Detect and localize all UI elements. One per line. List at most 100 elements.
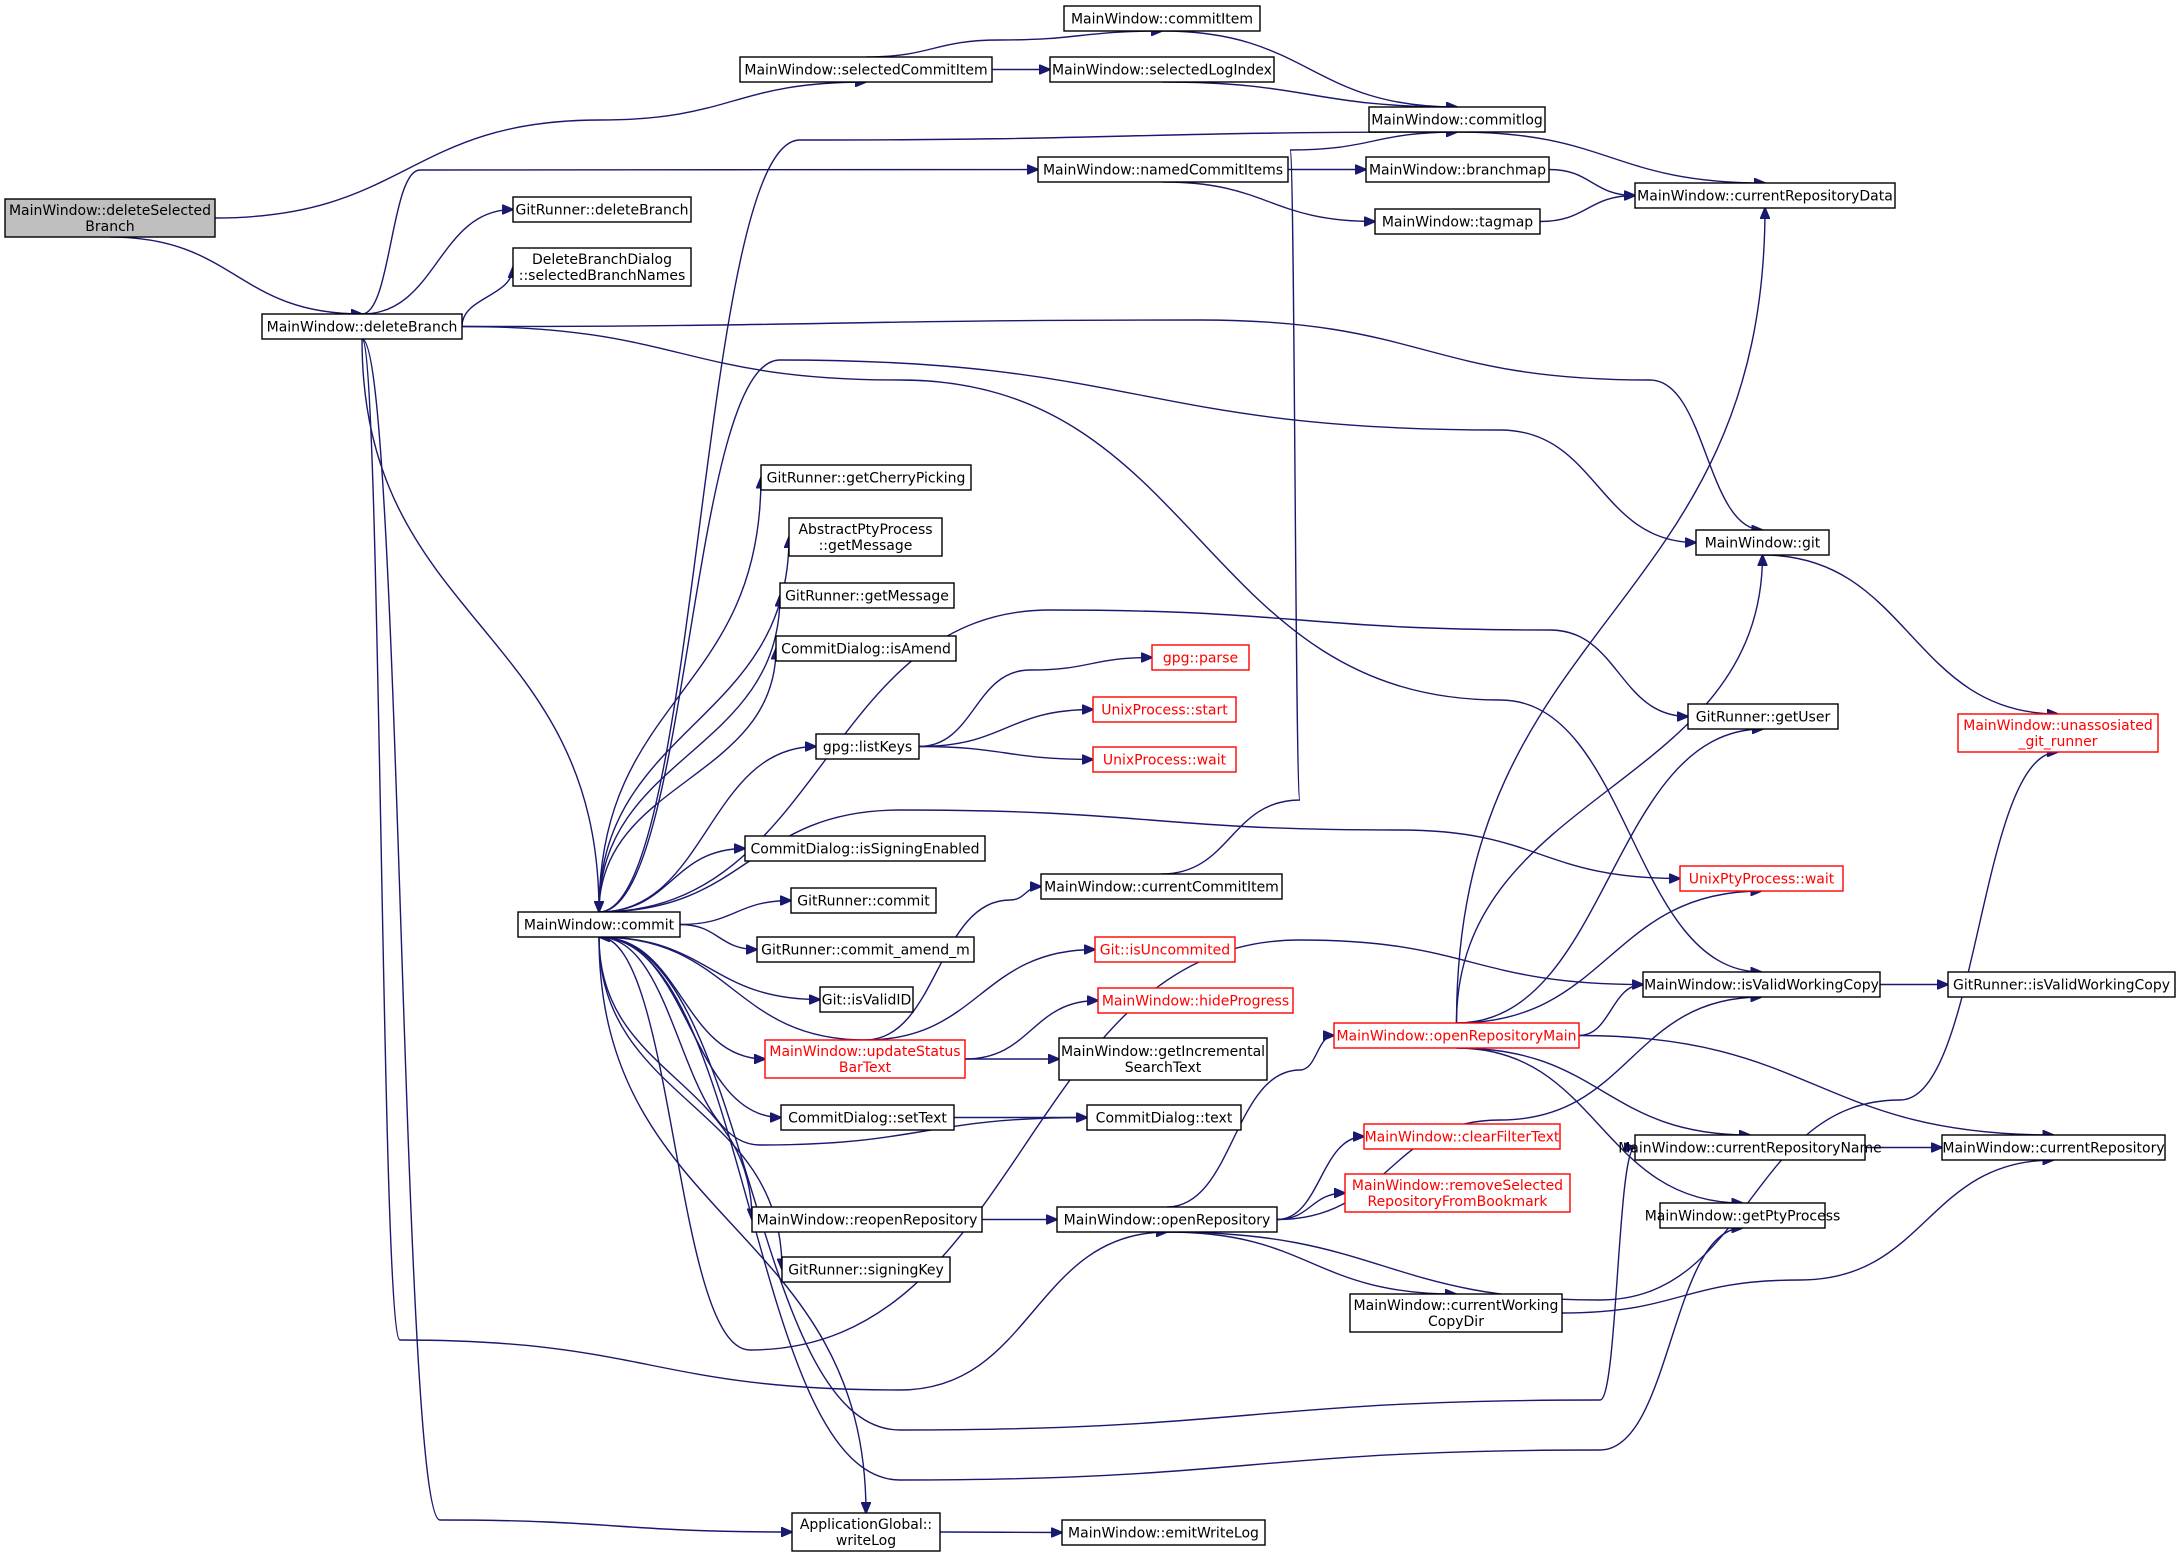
- node-box: [781, 1256, 951, 1283]
- node-getPtyProcess[interactable]: MainWindow::getPtyProcess: [1645, 1202, 1841, 1229]
- node-box: [512, 196, 692, 223]
- node-gr_commit[interactable]: GitRunner::commit: [790, 887, 937, 914]
- node-tagmap[interactable]: MainWindow::tagmap: [1374, 208, 1541, 235]
- call-edge: [1762, 554, 2059, 714]
- node-up_start[interactable]: UnixProcess::start: [1092, 696, 1237, 723]
- node-isAmend[interactable]: CommitDialog::isAmend: [775, 635, 957, 662]
- node-box: [779, 582, 955, 609]
- edge-mw_commit-to-git: [598, 359, 1696, 913]
- node-box: [788, 517, 943, 557]
- node-up_wait[interactable]: UnixProcess::wait: [1092, 746, 1237, 773]
- node-apty_getMessage[interactable]: AbstractPtyProcess::getMessage: [788, 517, 943, 557]
- edge-mw_commit-to-isValidWorkingCopy: [598, 936, 1643, 1351]
- node-gr_isValidWorkingCopy[interactable]: GitRunner::isValidWorkingCopy: [1947, 971, 2176, 998]
- node-mw_commit[interactable]: MainWindow::commit: [517, 911, 681, 938]
- node-label: GitRunner::isValidWorkingCopy: [1953, 978, 2170, 994]
- node-selectedLogIndex[interactable]: MainWindow::selectedLogIndex: [1049, 56, 1275, 83]
- node-unassosiated[interactable]: MainWindow::unassosiated_git_runner: [1957, 713, 2159, 753]
- edge-mw_commit-to-getCherryPicking: [598, 478, 761, 913]
- node-currentCommitItem[interactable]: MainWindow::currentCommitItem: [1040, 873, 1283, 900]
- call-edge: [361, 170, 1038, 315]
- node-cd_text[interactable]: CommitDialog::text: [1086, 1104, 1242, 1131]
- node-label: UnixProcess::start: [1101, 703, 1228, 719]
- node-git[interactable]: MainWindow::git: [1695, 529, 1830, 556]
- node-clearFilterText[interactable]: MainWindow::clearFilterText: [1363, 1123, 1561, 1150]
- node-gr_getMessage[interactable]: GitRunner::getMessage: [779, 582, 955, 609]
- edge-commitItem-to-commitlog: [1161, 30, 1457, 107]
- node-isValidID[interactable]: Git::isValidID: [819, 986, 914, 1013]
- node-label: GitRunner::deleteBranch: [516, 203, 689, 219]
- edge-openRepositoryMain-to-getPtyProcess: [1456, 1047, 1743, 1203]
- node-box: [1333, 1022, 1580, 1049]
- node-selectedCommitItem[interactable]: MainWindow::selectedCommitItem: [739, 56, 993, 83]
- node-gpg_parse[interactable]: gpg::parse: [1151, 644, 1250, 671]
- call-edge: [461, 267, 513, 327]
- node-isSigningEnabled[interactable]: CommitDialog::isSigningEnabled: [744, 835, 986, 862]
- call-edge: [1456, 1047, 1743, 1203]
- node-box: [517, 911, 681, 938]
- edge-updateStatusBarText-to-isUncommited: [864, 950, 1095, 1041]
- call-edge: [679, 923, 757, 950]
- node-gpg_listKeys[interactable]: gpg::listKeys: [815, 733, 920, 760]
- node-reopenRepository[interactable]: MainWindow::reopenRepository: [751, 1206, 983, 1233]
- node-label: ::getMessage: [819, 538, 913, 554]
- call-edge: [109, 236, 362, 314]
- edge-currentCommitItem-to-commitlog: [1161, 132, 1458, 875]
- edge-updateStatusBarText-to-mw_commit: [599, 937, 866, 1041]
- node-openRepository[interactable]: MainWindow::openRepository: [1056, 1206, 1278, 1233]
- node-commitItem[interactable]: MainWindow::commitItem: [1063, 5, 1261, 32]
- node-removeSelected[interactable]: MainWindow::removeSelectedRepositoryFrom…: [1344, 1173, 1571, 1213]
- node-label: GitRunner::commit: [797, 894, 930, 910]
- node-box: [1368, 106, 1546, 133]
- node-dbd_selectedBranchNames[interactable]: DeleteBranchDialog::selectedBranchNames: [512, 247, 692, 287]
- edge-mw_deleteBranch-to-gr_deleteBranch: [361, 210, 513, 315]
- node-commitlog[interactable]: MainWindow::commitlog: [1368, 106, 1546, 133]
- node-emitWriteLog[interactable]: MainWindow::emitWriteLog: [1061, 1519, 1266, 1546]
- edge-namedCommitItems-to-tagmap: [1162, 181, 1375, 222]
- edge-branchmap-to-currentRepositoryData: [1548, 168, 1635, 196]
- node-mw_deleteBranch[interactable]: MainWindow::deleteBranch: [261, 313, 463, 340]
- node-label: MainWindow::reopenRepository: [757, 1213, 978, 1229]
- edge-mw_commit-to-gr_commit: [679, 901, 791, 926]
- node-gr_deleteBranch[interactable]: GitRunner::deleteBranch: [512, 196, 692, 223]
- node-layer: MainWindow::deleteSelectedBranchMainWind…: [4, 5, 2176, 1552]
- node-writeLog[interactable]: ApplicationGlobal::writeLog: [791, 1512, 941, 1552]
- edge-mw_commit-to-gr_getMessage: [598, 596, 780, 913]
- node-label: MainWindow::updateStatus: [769, 1044, 960, 1060]
- node-box: [1695, 529, 1830, 556]
- node-hideProgress[interactable]: MainWindow::hideProgress: [1097, 987, 1294, 1014]
- call-edge: [1456, 131, 1765, 183]
- node-isUncommited[interactable]: Git::isUncommited: [1094, 936, 1236, 963]
- node-openRepositoryMain[interactable]: MainWindow::openRepositoryMain: [1333, 1022, 1580, 1049]
- node-namedCommitItems[interactable]: MainWindow::namedCommitItems: [1037, 156, 1289, 183]
- node-box: [1092, 746, 1237, 773]
- node-box: [4, 198, 216, 238]
- node-label: MainWindow::currentRepositoryName: [1618, 1141, 1882, 1157]
- node-signingKey[interactable]: GitRunner::signingKey: [781, 1256, 951, 1283]
- edge-mw_commit-to-commit_amend_m: [679, 923, 757, 950]
- node-box: [790, 887, 937, 914]
- edge-commitlog-to-currentRepositoryData: [1456, 131, 1765, 183]
- node-isValidWorkingCopy[interactable]: MainWindow::isValidWorkingCopy: [1642, 971, 1881, 998]
- node-commit_amend_m[interactable]: GitRunner::commit_amend_m: [756, 936, 975, 963]
- node-upty_wait[interactable]: UnixPtyProcess::wait: [1679, 865, 1844, 892]
- node-box: [1094, 936, 1236, 963]
- call-edge: [1166, 1036, 1334, 1208]
- call-edge: [598, 596, 780, 913]
- call-edge: [598, 649, 776, 913]
- node-cd_setText[interactable]: CommitDialog::setText: [780, 1104, 955, 1131]
- call-edge: [918, 658, 1152, 748]
- edge-mw_commit-to-cd_setText: [598, 936, 781, 1118]
- node-getUser[interactable]: GitRunner::getUser: [1687, 703, 1839, 730]
- node-label: MainWindow::commitlog: [1371, 113, 1543, 129]
- node-currentRepositoryData[interactable]: MainWindow::currentRepositoryData: [1634, 182, 1896, 209]
- node-currentRepository[interactable]: MainWindow::currentRepository: [1941, 1134, 2166, 1161]
- node-getCherryPicking[interactable]: GitRunner::getCherryPicking: [760, 464, 972, 491]
- node-branchmap[interactable]: MainWindow::branchmap: [1365, 156, 1550, 183]
- node-label: MainWindow::hideProgress: [1102, 994, 1289, 1010]
- node-currentRepositoryName[interactable]: MainWindow::currentRepositoryName: [1618, 1134, 1882, 1161]
